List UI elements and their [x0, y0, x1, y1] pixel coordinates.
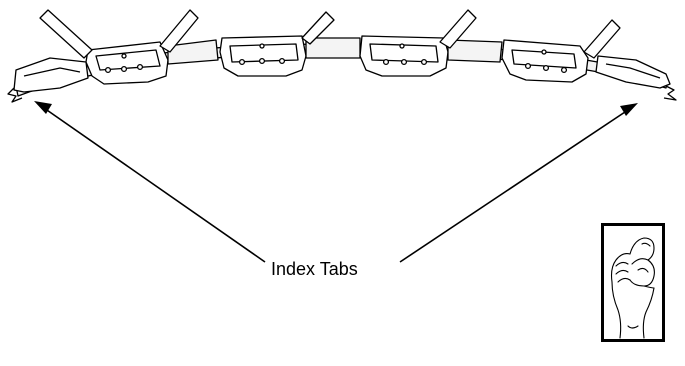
left-index-tab: [7, 57, 89, 103]
index-tabs-label: Index Tabs: [271, 259, 358, 279]
strap-3: [301, 11, 335, 45]
left-arrow-line: [43, 107, 266, 263]
strap-5: [583, 19, 621, 59]
left-arrowhead: [34, 101, 52, 114]
strap-1: [39, 9, 93, 59]
hand-signal-frame: [601, 223, 665, 342]
splint-pad-4: [501, 39, 589, 83]
strap-4: [439, 9, 477, 49]
right-arrowhead: [620, 103, 638, 116]
padded-splint: [7, 9, 677, 103]
splint-pad-1: [85, 39, 219, 85]
right-arrow-line: [399, 109, 629, 263]
strap-2: [159, 9, 199, 53]
fist-hand-signal-icon: [610, 237, 655, 339]
splint-pad-3: [359, 35, 503, 77]
splint-pad-2: [219, 35, 361, 77]
callout-arrows: [34, 101, 638, 263]
right-index-tab: [595, 55, 677, 101]
